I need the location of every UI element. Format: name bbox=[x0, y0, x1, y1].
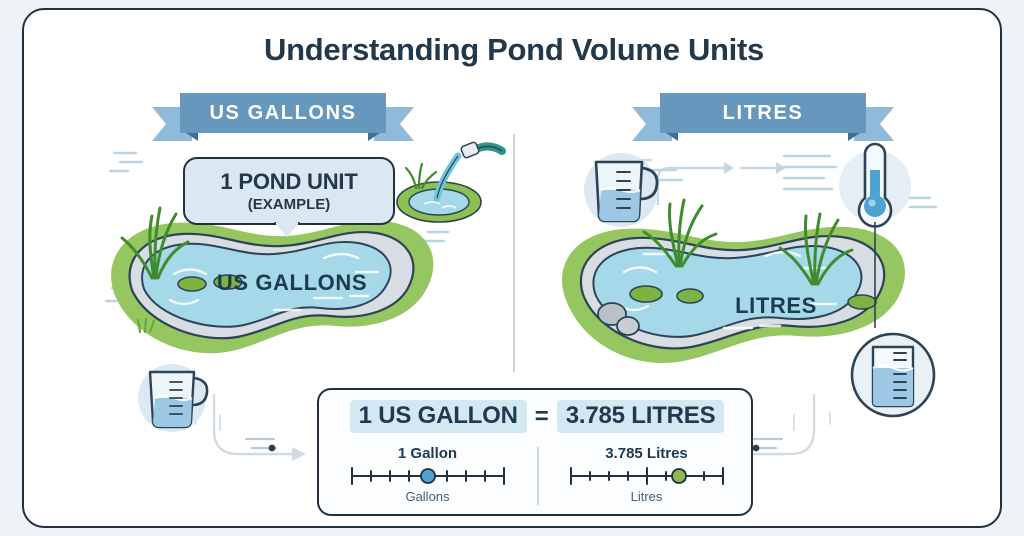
lily-pad bbox=[847, 294, 877, 310]
conversion-divider bbox=[537, 447, 539, 505]
connector-arrowheads-top bbox=[724, 162, 786, 174]
lily-pad bbox=[177, 276, 207, 292]
water-ripples-right bbox=[618, 250, 838, 330]
grass-tufts-left bbox=[136, 317, 156, 334]
scale-ruler-gallons bbox=[350, 467, 505, 485]
pond-illustration-litres: LITRES bbox=[562, 198, 905, 364]
decorations-layer bbox=[104, 151, 938, 461]
arrow-right-dot bbox=[752, 444, 760, 452]
icons-layer bbox=[138, 141, 936, 432]
pond-illustration-us-gallons: US GALLONS bbox=[111, 206, 434, 354]
reeds-left bbox=[120, 206, 190, 280]
pond-label-us-gallons: US GALLONS bbox=[217, 270, 367, 295]
jug-graduations bbox=[616, 171, 631, 209]
scale-marker-litres bbox=[670, 468, 687, 484]
pond-stone bbox=[616, 316, 640, 336]
ribbon-body: LITRES bbox=[660, 93, 866, 133]
thermometer-icon bbox=[839, 142, 911, 328]
banner-us-gallons: US GALLONS bbox=[152, 93, 414, 141]
beaker-graduations bbox=[893, 352, 907, 399]
hose-nozzle bbox=[460, 141, 480, 159]
scale-litres: 3.785 Litres bbox=[544, 445, 749, 504]
infographic-card: Understanding Pond Volume Units US GALLO… bbox=[22, 8, 1002, 528]
page-title: Understanding Pond Volume Units bbox=[264, 32, 764, 67]
water-ripples-left bbox=[168, 252, 380, 312]
reeds-right-a bbox=[642, 198, 718, 268]
scale-unit-litres: Litres bbox=[630, 489, 663, 504]
pond-water-right bbox=[592, 245, 863, 338]
callout-line-1: 1 POND UNIT bbox=[220, 169, 358, 194]
callout-line-2: (EXAMPLE) bbox=[247, 196, 331, 213]
conversion-right-value: 3.785 LITRES bbox=[556, 400, 725, 433]
lily-pad bbox=[213, 274, 243, 290]
section-divider bbox=[513, 134, 515, 372]
ribbon-body: US GALLONS bbox=[180, 93, 386, 133]
scale-gallons: 1 Gallon Gall bbox=[325, 445, 530, 504]
scale-title-gallons: 1 Gallon bbox=[397, 445, 458, 462]
jug-graduations bbox=[169, 381, 183, 415]
pond-stone bbox=[597, 302, 627, 326]
pond-water-left bbox=[141, 241, 392, 328]
arrow-left-dot bbox=[268, 444, 276, 452]
hose-pouring-water-icon bbox=[396, 141, 506, 223]
conversion-left-value: 1 US GALLON bbox=[349, 400, 527, 433]
measuring-jug-icon bbox=[138, 364, 209, 432]
pond-unit-callout: 1 POND UNIT (EXAMPLE) bbox=[183, 157, 395, 225]
scale-marker-gallons bbox=[419, 468, 436, 484]
pond-label-litres: LITRES bbox=[735, 293, 817, 318]
conversion-box: 1 US GALLON = 3.785 LITRES 1 Gallon bbox=[317, 388, 753, 516]
banner-litres: LITRES bbox=[632, 93, 894, 141]
scale-title-litres: 3.785 Litres bbox=[605, 445, 688, 462]
reeds-right-b bbox=[778, 212, 854, 286]
equals-sign: = bbox=[534, 402, 549, 430]
measuring-jug-icon bbox=[584, 153, 659, 227]
banner-label-litres: LITRES bbox=[722, 101, 804, 124]
scale-ruler-litres bbox=[569, 467, 724, 485]
banner-label-us-gallons: US GALLONS bbox=[209, 101, 357, 124]
beaker-icon bbox=[850, 332, 936, 418]
arrow-right-to-conversion bbox=[736, 394, 816, 456]
lily-pad bbox=[676, 288, 704, 304]
conversion-equation: 1 US GALLON = 3.785 LITRES bbox=[319, 400, 755, 433]
arrow-left-to-conversion bbox=[212, 394, 292, 456]
arrowhead-left bbox=[292, 447, 306, 461]
lily-pad bbox=[629, 285, 663, 303]
scale-unit-gallons: Gallons bbox=[405, 489, 450, 504]
